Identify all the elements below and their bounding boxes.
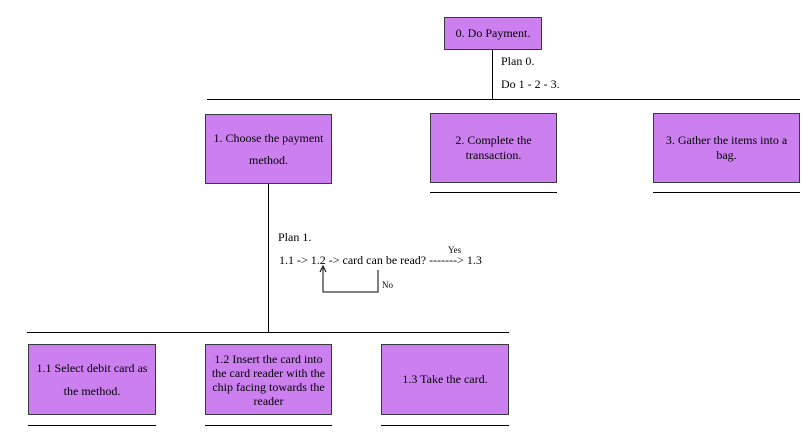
task-label-root: 0. Do Payment. xyxy=(455,26,531,40)
task-box-1[interactable]: 1. Choose the payment method. xyxy=(205,114,332,184)
task-label-1-3: 1.3 Take the card. xyxy=(402,372,488,386)
task-label-2: 2. Complete the transaction. xyxy=(455,133,532,162)
task-box-root[interactable]: 0. Do Payment. xyxy=(444,17,542,50)
plan-0-title: Plan 0. xyxy=(501,54,535,68)
plan-1-no-label: No xyxy=(382,280,393,290)
connector-1-down xyxy=(268,184,269,332)
task-label-1-2: 1.2 Insert the card into the card reader… xyxy=(211,351,326,408)
connector-root-down xyxy=(492,50,493,100)
plan-1-sequence: 1.1 -> 1.2 -> card can be read? ------->… xyxy=(279,253,482,267)
task-label-1: 1. Choose the payment method. xyxy=(213,131,324,167)
stop-line-2 xyxy=(430,192,557,193)
task-label-3: 3. Gather the items into a bag. xyxy=(665,133,788,162)
task-box-3[interactable]: 3. Gather the items into a bag. xyxy=(653,113,800,183)
task-box-1-3[interactable]: 1.3 Take the card. xyxy=(381,344,509,415)
stop-line-1-2 xyxy=(205,425,332,426)
level-2-bar xyxy=(27,332,509,333)
stop-line-3 xyxy=(653,192,800,193)
task-box-2[interactable]: 2. Complete the transaction. xyxy=(430,113,557,183)
level-1-bar xyxy=(207,99,800,100)
task-label-1-1: 1.1 Select debit card as the method. xyxy=(36,360,148,398)
task-box-1-1[interactable]: 1.1 Select debit card as the method. xyxy=(28,344,156,415)
stop-line-1-3 xyxy=(381,425,509,426)
plan-0-steps: Do 1 - 2 - 3. xyxy=(501,77,560,91)
stop-line-1-1 xyxy=(28,425,156,426)
task-box-1-2[interactable]: 1.2 Insert the card into the card reader… xyxy=(205,344,332,415)
plan-1-yes-label: Yes xyxy=(448,245,462,255)
plan-1-title: Plan 1. xyxy=(278,230,312,244)
